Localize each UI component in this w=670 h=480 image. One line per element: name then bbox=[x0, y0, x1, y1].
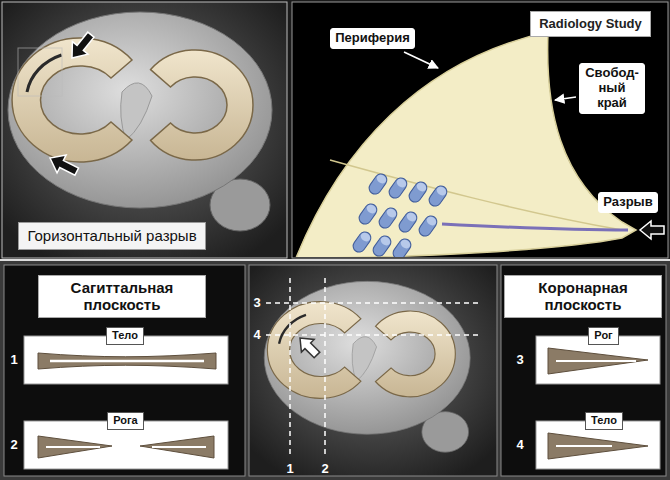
box-text: Сагиттальная плоскость bbox=[47, 279, 197, 314]
callout-number: 2 bbox=[8, 437, 20, 454]
box-text: Radiology Study bbox=[539, 16, 642, 32]
label-text: 1 bbox=[10, 353, 17, 367]
part-label: Периферия bbox=[330, 28, 415, 49]
box-text: Тело bbox=[112, 329, 138, 342]
tear-line bbox=[442, 224, 628, 230]
box-text: Рог bbox=[594, 329, 612, 342]
callout-number: 2 bbox=[319, 461, 331, 478]
label-text: Свобод- ный край bbox=[584, 66, 640, 111]
callout-number: 4 bbox=[251, 327, 263, 344]
plane-heading: Коронарная плоскость bbox=[504, 275, 662, 318]
panel bbox=[292, 2, 668, 258]
panel bbox=[4, 265, 245, 476]
tear-slit bbox=[556, 445, 612, 447]
label-text: 1 bbox=[286, 462, 293, 476]
label-text: 4 bbox=[253, 328, 260, 342]
section-tag: Рога bbox=[107, 412, 144, 430]
section-tag: Рог bbox=[588, 327, 619, 345]
part-label: Разрыв bbox=[598, 192, 658, 213]
callout-number: 3 bbox=[251, 295, 263, 312]
section-tag: Тело bbox=[585, 412, 623, 430]
box-text: Рога bbox=[113, 414, 137, 427]
source-box: Radiology Study bbox=[530, 11, 651, 37]
body-section bbox=[38, 353, 216, 369]
horn-section bbox=[140, 436, 214, 458]
label-text: Разрыв bbox=[603, 195, 652, 210]
box-text: Горизонтальный разрыв bbox=[27, 227, 196, 245]
tear-slit bbox=[46, 446, 100, 448]
label-text: 4 bbox=[516, 438, 523, 452]
divider bbox=[0, 259, 670, 261]
caption-box: Горизонтальный разрыв bbox=[18, 222, 206, 250]
label-text: Периферия bbox=[335, 31, 409, 46]
layer-line bbox=[330, 160, 622, 230]
box-text: Тело bbox=[591, 414, 617, 427]
label-text: 3 bbox=[253, 296, 260, 310]
pointer-arrow bbox=[45, 149, 81, 180]
callout-number: 1 bbox=[8, 352, 20, 369]
horn-section bbox=[38, 436, 112, 458]
leader-line bbox=[404, 52, 438, 68]
plane-line bbox=[266, 334, 478, 336]
bottom-band bbox=[0, 260, 670, 480]
panel bbox=[2, 2, 287, 258]
knee-group bbox=[8, 12, 272, 231]
plane-line bbox=[266, 302, 478, 304]
leader-line bbox=[555, 97, 576, 100]
callout-number: 1 bbox=[284, 461, 296, 478]
body-section bbox=[548, 433, 648, 459]
tear-slit bbox=[556, 360, 636, 362]
horn-section bbox=[548, 348, 648, 374]
tear-slit bbox=[152, 446, 206, 448]
panel bbox=[501, 265, 666, 476]
section-tag: Тело bbox=[106, 327, 144, 345]
callout-number: 4 bbox=[514, 437, 526, 454]
tear-slit bbox=[50, 360, 204, 363]
box-text: Коронарная плоскость bbox=[513, 279, 653, 314]
plane-line bbox=[289, 278, 291, 458]
callout-number: 3 bbox=[514, 352, 526, 369]
plane-heading: Сагиттальная плоскость bbox=[38, 275, 206, 318]
label-text: 2 bbox=[10, 438, 17, 452]
panel bbox=[249, 265, 497, 476]
part-label: Свобод- ный край bbox=[579, 63, 645, 114]
pointer-arrow bbox=[64, 28, 98, 64]
pointer-arrow bbox=[640, 221, 664, 239]
knee-top-view bbox=[264, 281, 470, 452]
label-text: 2 bbox=[321, 462, 328, 476]
plane-line bbox=[324, 278, 326, 458]
knee-top-view bbox=[8, 12, 272, 231]
zoom-frame bbox=[18, 48, 62, 96]
label-text: 3 bbox=[516, 353, 523, 367]
pointer-arrow bbox=[294, 332, 324, 362]
